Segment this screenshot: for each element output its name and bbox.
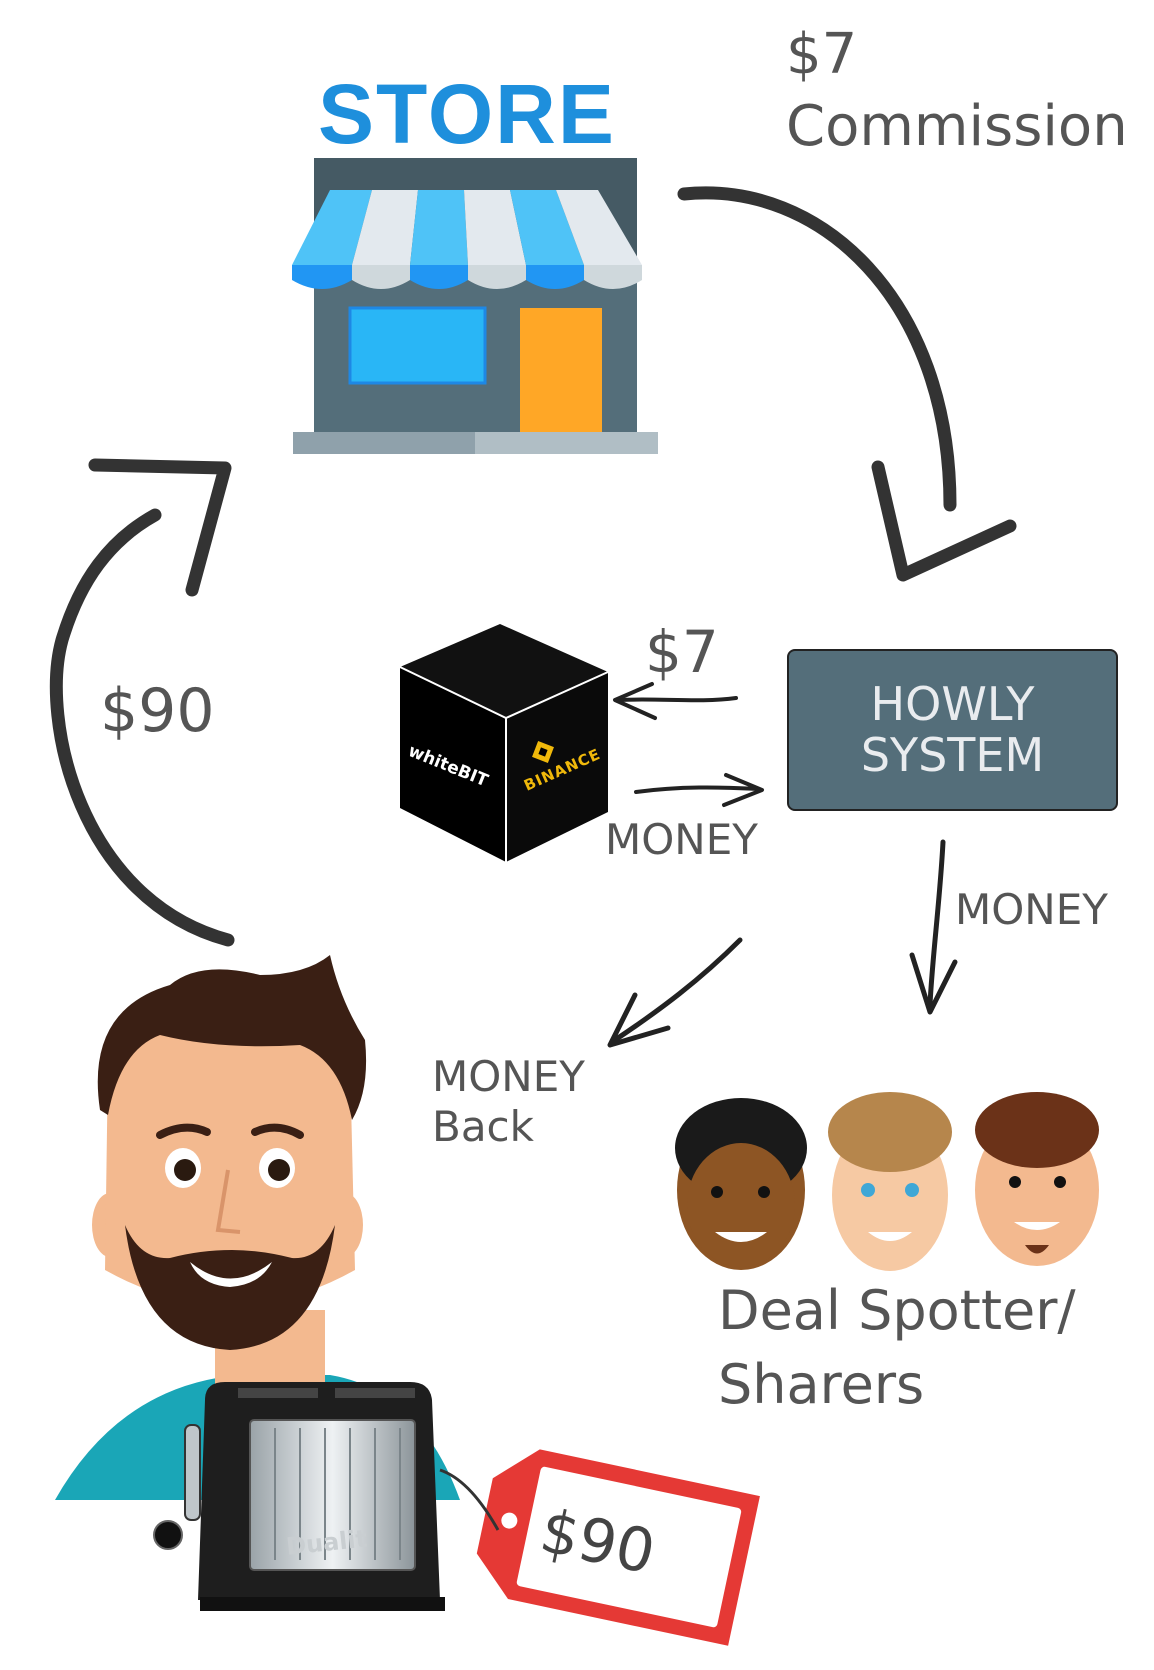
sharer-avatar-2: [828, 1092, 952, 1271]
arrow-howly-to-sharers: [909, 839, 958, 1015]
howly-line2: SYSTEM: [860, 728, 1045, 782]
money-back-line1: MONEY: [432, 1052, 585, 1101]
commission-label: Commission: [786, 94, 1128, 159]
arrow-howly-to-exchange: [613, 682, 738, 720]
arrow-customer-to-store: [49, 458, 235, 947]
exchange-amount: $7: [645, 618, 719, 686]
money-back-line2: Back: [432, 1102, 534, 1151]
price-tag: [476, 1449, 760, 1646]
toaster-illustration: [153, 1382, 445, 1611]
exchange-money-label: MONEY: [605, 815, 758, 864]
sharers-line1: Deal Spotter/: [718, 1279, 1076, 1342]
sharer-avatar-1: [675, 1098, 807, 1270]
arrow-howly-to-customer: [607, 937, 743, 1048]
money-down-label: MONEY: [955, 885, 1108, 934]
store-illustration: [292, 158, 658, 454]
store-title: STORE: [318, 67, 616, 161]
arrow-exchange-to-howly: [634, 773, 764, 807]
tag-string: [439, 1468, 500, 1531]
arrow-store-to-howly: [677, 186, 1017, 582]
sharer-avatar-3: [975, 1092, 1099, 1266]
binance-icon: [532, 741, 554, 763]
howly-system-box: HOWLY SYSTEM: [787, 649, 1118, 811]
purchase-amount: $90: [100, 676, 215, 746]
exchange-cube-illustration: [399, 624, 609, 862]
commission-amount: $7: [786, 22, 858, 87]
sharers-line2: Sharers: [718, 1353, 925, 1416]
howly-line1: HOWLY: [870, 677, 1035, 732]
